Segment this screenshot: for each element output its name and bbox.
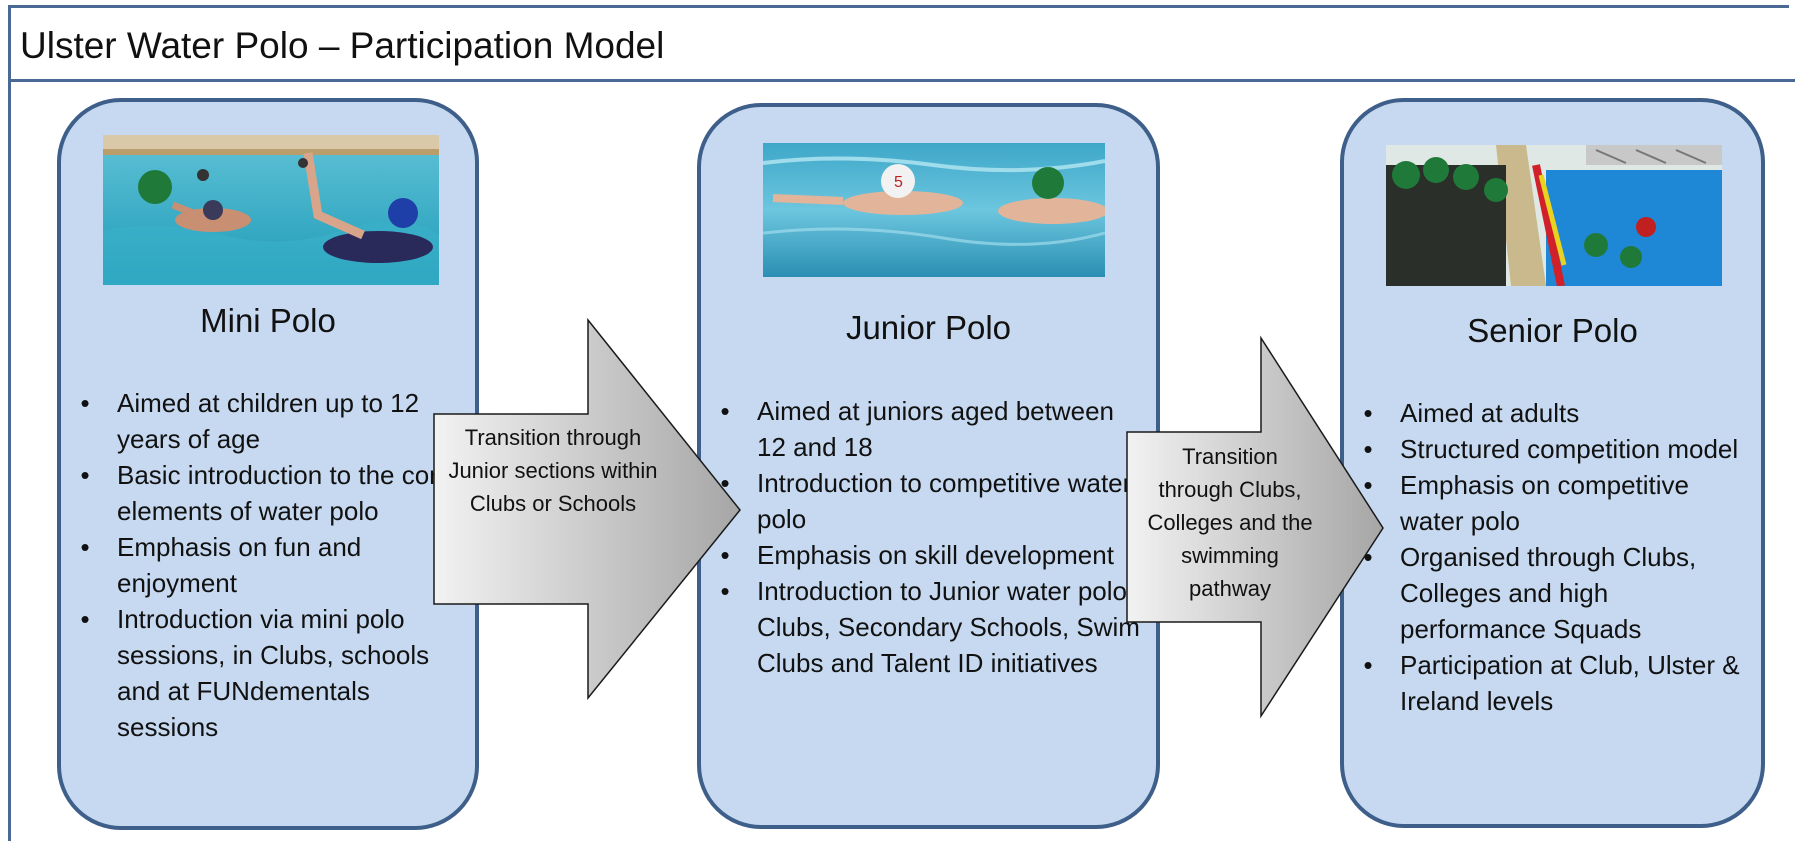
page-title: Ulster Water Polo – Participation Model (20, 25, 665, 66)
stage-card-junior-polo: 5 Junior Polo Aimed at juniors aged betw… (697, 103, 1160, 829)
bullet-item: Participation at Club, Ulster & Ireland … (1360, 647, 1755, 719)
diagram-frame (8, 5, 1789, 841)
stage-bullet-list: Aimed at adults Structured competition m… (1360, 395, 1755, 719)
stage-bullet-list: Aimed at juniors aged between 12 and 18 … (717, 393, 1147, 681)
mini-polo-photo (103, 135, 439, 285)
header-bar (11, 8, 1795, 82)
stage-card-senior-polo: Senior Polo Aimed at adults Structured c… (1340, 98, 1765, 828)
stage-title: Junior Polo (845, 309, 1012, 346)
bullet-item: Introduction to competitive water polo (717, 465, 1147, 537)
junior-polo-photo: 5 (763, 143, 1105, 277)
bullet-item: Emphasis on skill development (717, 537, 1147, 573)
bullet-item: Aimed at juniors aged between 12 and 18 (717, 393, 1147, 465)
bullet-item: Organised through Clubs, Colleges and hi… (1360, 539, 1755, 647)
bullet-item: Basic introduction to the core elements … (77, 457, 457, 529)
stage-title: Mini Polo (200, 302, 336, 339)
stage-bullet-list: Aimed at children up to 12 years of age … (77, 385, 457, 745)
bullet-item: Structured competition model (1360, 431, 1755, 467)
bullet-item: Aimed at children up to 12 years of age (77, 385, 457, 457)
stage-title: Senior Polo (1467, 312, 1638, 349)
transition-label-2: Transition through Clubs, Colleges and t… (1147, 444, 1313, 601)
stage-card-mini-polo: Mini Polo Aimed at children up to 12 yea… (57, 98, 479, 830)
transition-label-1: Transition through Junior sections withi… (448, 425, 658, 516)
svg-text:5: 5 (894, 174, 903, 191)
bullet-item: Introduction via mini polo sessions, in … (77, 601, 457, 745)
bullet-item: Emphasis on fun and enjoyment (77, 529, 457, 601)
bullet-item: Introduction to Junior water polo Clubs,… (717, 573, 1147, 681)
bullet-item: Emphasis on competitive water polo (1360, 467, 1755, 539)
transition-arrow-1 (433, 317, 741, 701)
transition-arrow-2 (1126, 335, 1384, 719)
bullet-item: Aimed at adults (1360, 395, 1755, 431)
senior-polo-photo (1386, 145, 1722, 286)
